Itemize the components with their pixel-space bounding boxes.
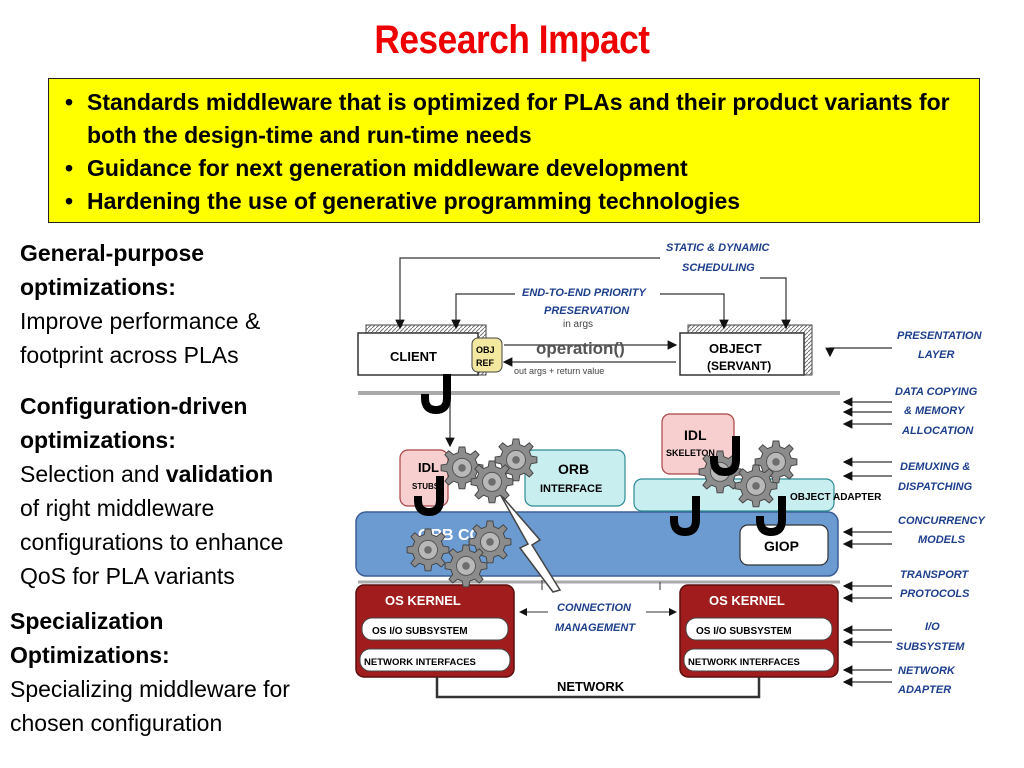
general-purpose-section: General-purpose optimizations: Improve p… (20, 236, 260, 372)
obj-ref-box (471, 337, 503, 373)
specialization-section: Specialization Optimizations: Specializi… (10, 604, 290, 740)
os-kernel-label: OS KERNEL (709, 593, 785, 608)
data-copying-label: & MEMORY (904, 405, 966, 417)
transport-label: TRANSPORT (900, 569, 970, 581)
page-title: Research Impact (374, 18, 650, 62)
orb-interface-box (524, 449, 626, 507)
demuxing-label: DISPATCHING (898, 481, 973, 493)
client-label: CLIENT (390, 349, 437, 364)
gear-icon (406, 528, 450, 572)
idl-stubs-label: IDL (418, 460, 439, 475)
bullet-item: Guidance for next generation middleware … (59, 152, 969, 185)
operation-label: operation() (536, 339, 625, 358)
os-io-box-left (361, 617, 509, 641)
data-copying-label: DATA COPYING (895, 386, 978, 398)
section-heading: optimizations: (20, 427, 176, 453)
section-heading: optimizations: (20, 274, 176, 300)
presentation-layer-label: LAYER (918, 349, 955, 361)
concurrency-label: CONCURRENCY (898, 515, 986, 527)
idl-skeleton-label: SKELETON (666, 448, 715, 458)
net-if-label: NETWORK INTERFACES (364, 657, 476, 668)
section-text: QoS for PLA variants (20, 563, 235, 589)
connection-management-label: MANAGEMENT (555, 622, 636, 634)
section-heading: General-purpose (20, 240, 205, 266)
network-label: NETWORK (557, 679, 625, 694)
orb-interface-label: ORB (558, 461, 589, 477)
net-if-label: NETWORK INTERFACES (688, 657, 800, 668)
idl-skeleton-label: IDL (684, 427, 707, 443)
scheduling-label: SCHEDULING (682, 262, 755, 274)
section-heading: Specialization (10, 608, 164, 634)
configuration-driven-section: Configuration-driven optimizations: Sele… (20, 389, 283, 593)
connection-management-label: CONNECTION (557, 602, 632, 614)
research-impact-bullets: Standards middleware that is optimized f… (48, 78, 980, 223)
data-copying-label: ALLOCATION (901, 425, 974, 437)
network-adapter-label: NETWORK (898, 665, 956, 677)
obj-ref-label: REF (476, 358, 495, 368)
object-box (679, 332, 805, 376)
io-label: I/O (925, 621, 940, 633)
section-heading: Optimizations: (10, 642, 170, 668)
section-text: of right middleware (20, 495, 215, 521)
section-text: Improve performance & (20, 308, 261, 334)
in-args-label: in args (563, 319, 593, 330)
static-dynamic-label: STATIC & DYNAMIC (666, 242, 771, 254)
section-text: Specializing middleware for (10, 676, 290, 702)
os-kernel-label: OS KERNEL (385, 593, 461, 608)
e2e-priority-label: PRESERVATION (544, 305, 630, 317)
client-box (357, 332, 479, 376)
out-args-label: out args + return value (514, 366, 604, 376)
bullet-item: Standards middleware that is optimized f… (59, 86, 969, 152)
idl-stubs-label: STUBS (412, 482, 440, 491)
giop-label: GIOP (764, 538, 799, 554)
net-if-box-right (683, 648, 835, 672)
section-text: footprint across PLAs (20, 342, 239, 368)
object-adapter-label: OBJECT ADAPTER (790, 492, 882, 503)
bullet-item: Hardening the use of generative programm… (59, 185, 969, 218)
e2e-priority-label: END-TO-END PRIORITY (522, 287, 648, 299)
net-if-box-left (359, 648, 511, 672)
section-heading: Configuration-driven (20, 393, 248, 419)
concurrency-label: MODELS (918, 534, 966, 546)
right-side-labels: PRESENTATION LAYER DATA COPYING & MEMORY… (895, 330, 986, 696)
orb-interface-label: INTERFACE (540, 483, 602, 495)
servant-label: (SERVANT) (707, 359, 771, 373)
os-io-label: OS I/O SUBSYSTEM (372, 626, 468, 637)
gear-icon (734, 464, 778, 508)
io-label: SUBSYSTEM (896, 641, 965, 653)
obj-ref-label: OBJ (476, 345, 495, 355)
object-label: OBJECT (709, 341, 762, 356)
section-text: Selection and (20, 461, 166, 487)
transport-label: PROTOCOLS (900, 588, 970, 600)
section-text: chosen configuration (10, 710, 223, 736)
presentation-layer-label: PRESENTATION (897, 330, 983, 342)
gear-icon (444, 544, 488, 588)
os-io-box-right (685, 617, 833, 641)
demuxing-label: DEMUXING & (900, 461, 970, 473)
network-adapter-label: ADAPTER (897, 684, 951, 696)
section-text: configurations to enhance (20, 529, 284, 555)
section-text-emphasis: validation (165, 461, 274, 487)
optimization-arrow-icon (710, 436, 740, 477)
lightning-bolt-icon (499, 493, 562, 593)
gear-icon (470, 460, 514, 504)
os-io-label: OS I/O SUBSYSTEM (696, 626, 792, 637)
